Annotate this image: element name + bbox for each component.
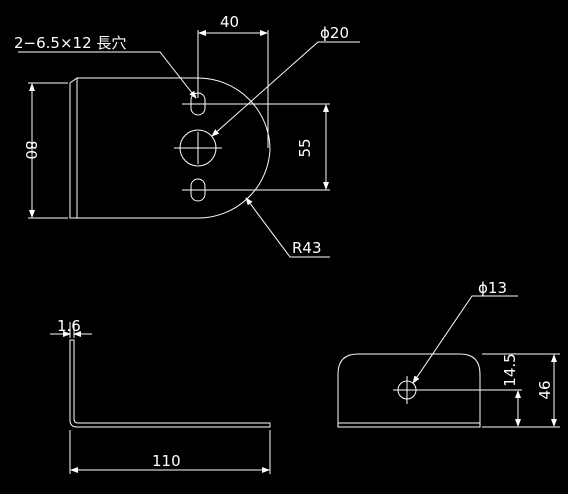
dim-40-label: 40	[220, 13, 239, 31]
dim-46-label: 46	[536, 380, 554, 399]
side-view-profile	[69, 339, 271, 428]
dim-55-label: 55	[296, 138, 314, 157]
dim-14-5-label: 14.5	[501, 353, 519, 386]
dim-80-label: 80	[22, 140, 40, 159]
front-view: ϕ13 14.5 46	[337, 279, 560, 428]
slot-note-leader	[18, 51, 197, 99]
radius-43-label: R43	[292, 239, 322, 257]
dim-110-label: 110	[152, 452, 181, 470]
dia-13-label: ϕ13	[478, 279, 507, 297]
slot-note-label: 2−6.5×12 長穴	[14, 34, 126, 52]
dia-20-leader	[211, 41, 360, 137]
radius-43-leader	[245, 197, 330, 258]
dia-20-label: ϕ20	[320, 24, 349, 42]
top-view: 2−6.5×12 長穴 40 ϕ20 80 55 R43	[14, 13, 360, 258]
front-view-outline	[337, 353, 481, 428]
side-view: 1.6 110	[50, 317, 271, 474]
dia-13-leader	[412, 295, 518, 384]
top-view-outline	[69, 77, 271, 219]
dim-1-6-label: 1.6	[57, 317, 81, 335]
